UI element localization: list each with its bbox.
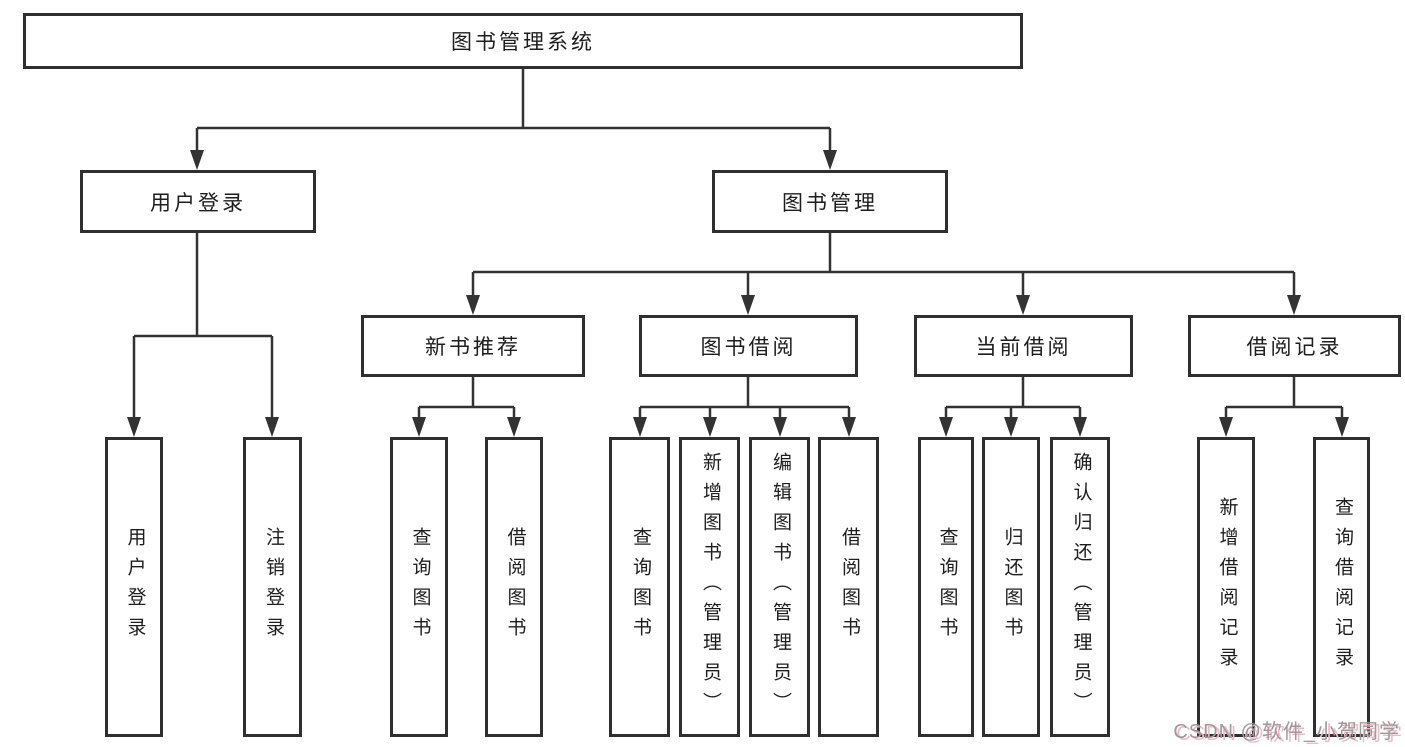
node-label: 用户登录 bbox=[150, 191, 246, 215]
leaf-query-books-current: 查询图书 bbox=[918, 437, 974, 737]
leaf-query-books-recommend: 查询图书 bbox=[390, 437, 448, 737]
leaf-confirm-return-admin: 确认归还（管理员） bbox=[1050, 437, 1110, 737]
node-book-borrow: 图书借阅 bbox=[639, 315, 858, 377]
node-label: 图书管理 bbox=[782, 191, 878, 215]
node-current-borrow: 当前借阅 bbox=[914, 315, 1133, 377]
node-borrow-records: 借阅记录 bbox=[1188, 315, 1401, 377]
node-label: 查询借阅记录 bbox=[1331, 497, 1353, 677]
node-label: 新增图书（管理员） bbox=[699, 452, 721, 722]
node-label: 借阅图书 bbox=[838, 527, 860, 647]
node-book-management: 图书管理 bbox=[712, 170, 948, 233]
leaf-logout: 注销登录 bbox=[243, 437, 302, 737]
leaf-edit-book-admin: 编辑图书（管理员） bbox=[749, 437, 810, 737]
node-label: 图书借阅 bbox=[700, 336, 797, 359]
leaf-add-borrow-record: 新增借阅记录 bbox=[1197, 437, 1255, 737]
csdn-watermark: CSDN @软件_小贺同学 bbox=[1173, 721, 1400, 743]
node-new-book-recommend: 新书推荐 bbox=[361, 315, 585, 377]
leaf-add-book-admin: 新增图书（管理员） bbox=[679, 437, 740, 737]
node-label: 借阅图书 bbox=[504, 527, 526, 647]
node-label: 查询图书 bbox=[629, 527, 651, 647]
node-label: 查询图书 bbox=[409, 527, 431, 647]
leaf-user-login: 用户登录 bbox=[105, 437, 163, 737]
node-label: 查询图书 bbox=[936, 527, 958, 647]
node-label: 图书管理系统 bbox=[451, 31, 595, 54]
connector-lines bbox=[132, 69, 1344, 419]
node-root-system: 图书管理系统 bbox=[23, 13, 1023, 69]
node-label: 确认归还（管理员） bbox=[1070, 452, 1092, 722]
node-label: 当前借阅 bbox=[975, 336, 1072, 359]
node-label: 归还图书 bbox=[1001, 527, 1023, 647]
leaf-borrow-books-recommend: 借阅图书 bbox=[485, 437, 543, 737]
leaf-query-books-borrow: 查询图书 bbox=[609, 437, 670, 737]
leaf-return-book: 归还图书 bbox=[982, 437, 1040, 737]
node-label: 借阅记录 bbox=[1246, 336, 1343, 359]
node-user-login: 用户登录 bbox=[80, 170, 316, 233]
leaf-borrow-books: 借阅图书 bbox=[818, 437, 879, 737]
leaf-query-borrow-record: 查询借阅记录 bbox=[1313, 437, 1370, 737]
node-label: 注销登录 bbox=[262, 527, 284, 647]
node-label: 编辑图书（管理员） bbox=[769, 452, 791, 722]
node-label: 新增借阅记录 bbox=[1216, 497, 1238, 677]
node-label: 新书推荐 bbox=[425, 336, 521, 359]
node-label: 用户登录 bbox=[124, 527, 146, 647]
